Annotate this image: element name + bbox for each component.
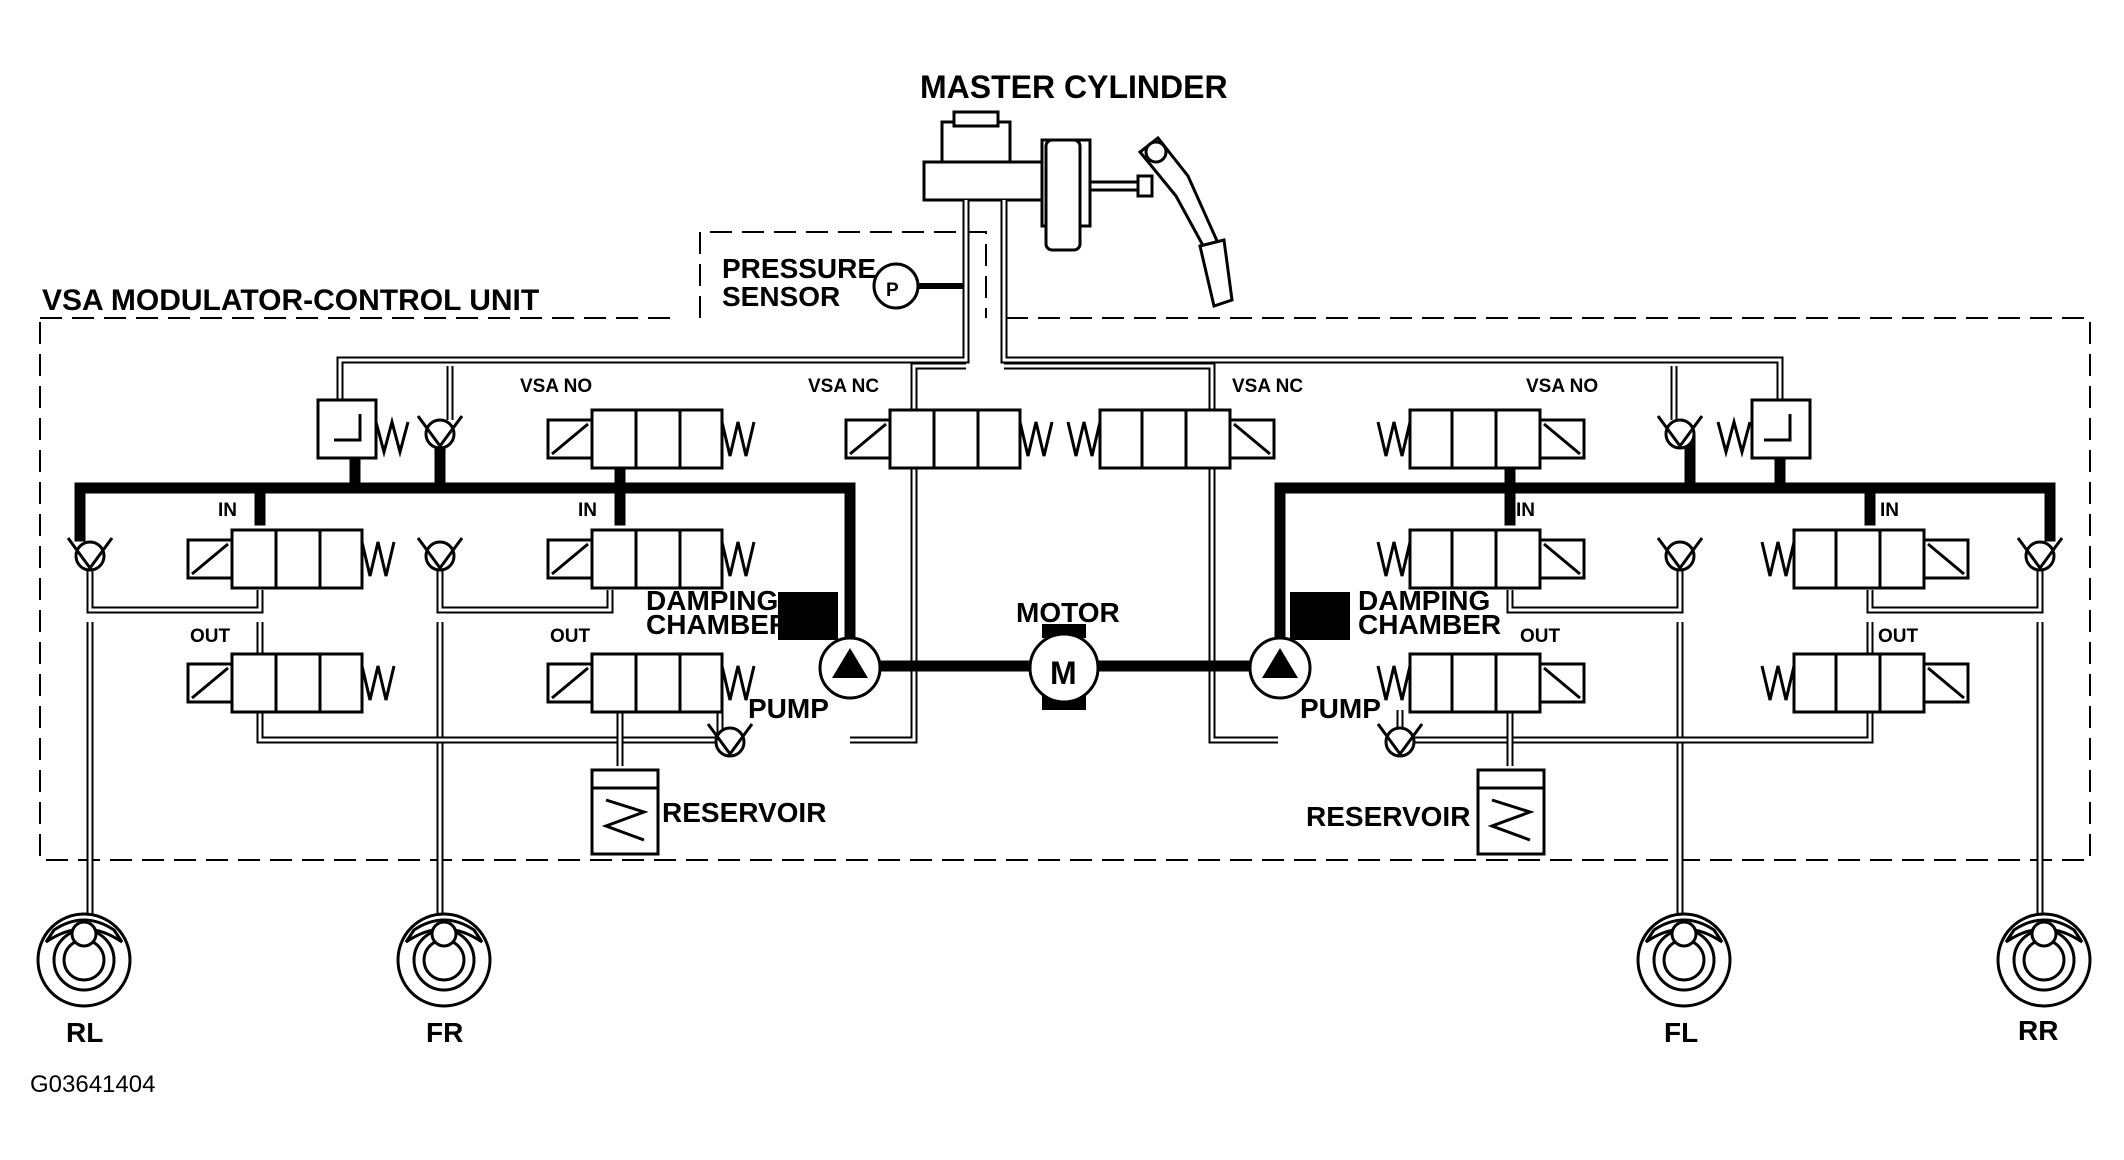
- right-relief-valve: [1716, 398, 1812, 460]
- reservoir-label-left: RESERVOIR: [662, 797, 826, 828]
- master-cylinder: [922, 110, 1234, 308]
- pressure-sensor-label-1: PRESSURE: [722, 253, 876, 284]
- fl-out-valve: [1376, 652, 1586, 714]
- damping-label-right-2: CHAMBER: [1358, 609, 1501, 640]
- wheel-fl: [1636, 912, 1732, 1008]
- left-relief-valve: [316, 398, 410, 460]
- left-pump: [818, 636, 882, 700]
- pump-label-right: PUMP: [1300, 693, 1381, 724]
- wheel-rl: [36, 912, 132, 1008]
- rr-check-valve: [2016, 536, 2064, 572]
- right-vsa-no-valve: [1376, 408, 1586, 470]
- in-label-rr: IN: [1880, 500, 1899, 521]
- vsa-nc-label-right: VSA NC: [1232, 376, 1303, 397]
- master-cylinder-label: MASTER CYLINDER: [920, 69, 1228, 105]
- right-reservoir: [1476, 768, 1546, 856]
- left-vsa-no-valve: [546, 408, 756, 470]
- wheel-rr-label: RR: [2018, 1015, 2058, 1046]
- motor-label: MOTOR: [1016, 597, 1120, 628]
- left-damping-chamber: [778, 592, 838, 640]
- sensor-boundary: [699, 231, 987, 318]
- pressure-sensor: [872, 262, 966, 310]
- out-label-rl: OUT: [190, 626, 231, 647]
- rr-in-valve: [1760, 528, 1970, 590]
- rl-in-valve: [186, 528, 396, 590]
- out-label-fl: OUT: [1520, 626, 1561, 647]
- fl-in-valve: [1376, 528, 1586, 590]
- damping-label-left-2: CHAMBER: [646, 609, 789, 640]
- vsa-nc-label-left: VSA NC: [808, 376, 879, 397]
- fr-in-valve: [546, 528, 756, 590]
- in-label-rl: IN: [218, 500, 237, 521]
- out-label-fr: OUT: [550, 626, 591, 647]
- vsa-no-label-left: VSA NO: [520, 376, 592, 397]
- vsa-no-label-right: VSA NO: [1526, 376, 1598, 397]
- unit-title: VSA MODULATOR-CONTROL UNIT: [42, 284, 539, 317]
- reservoir-label-right: RESERVOIR: [1306, 801, 1470, 832]
- left-check-valve-upper: [416, 414, 464, 450]
- wheel-rr: [1996, 912, 2092, 1008]
- in-label-fl: IN: [1516, 500, 1535, 521]
- right-vsa-nc-valve: [1066, 408, 1276, 470]
- motor-symbol: M: [1050, 655, 1077, 691]
- unit-boundary: [39, 317, 2091, 861]
- fr-out-valve: [546, 652, 756, 714]
- fl-check-valve: [1656, 536, 1704, 572]
- fr-check-valve: [416, 536, 464, 572]
- pressure-sensor-label-2: SENSOR: [722, 281, 840, 312]
- left-reservoir: [590, 768, 660, 856]
- pressure-symbol: P: [886, 280, 899, 301]
- in-label-fr: IN: [578, 500, 597, 521]
- wheel-fl-label: FL: [1664, 1017, 1698, 1048]
- rl-out-valve: [186, 652, 396, 714]
- damping-label-left-1: DAMPING: [646, 585, 778, 616]
- rl-check-valve: [66, 536, 114, 572]
- wheel-rl-label: RL: [66, 1017, 103, 1048]
- damping-label-right-1: DAMPING: [1358, 585, 1490, 616]
- out-label-rr: OUT: [1878, 626, 1919, 647]
- right-pump: [1248, 636, 1312, 700]
- right-damping-chamber: [1290, 592, 1350, 640]
- pump-label-left: PUMP: [748, 693, 829, 724]
- left-vsa-nc-valve: [844, 408, 1054, 470]
- figure-id: G03641404: [30, 1071, 155, 1098]
- wheel-fr-label: FR: [426, 1017, 463, 1048]
- motor: [1028, 624, 1100, 710]
- wheel-fr: [396, 912, 492, 1008]
- rr-out-valve: [1760, 652, 1970, 714]
